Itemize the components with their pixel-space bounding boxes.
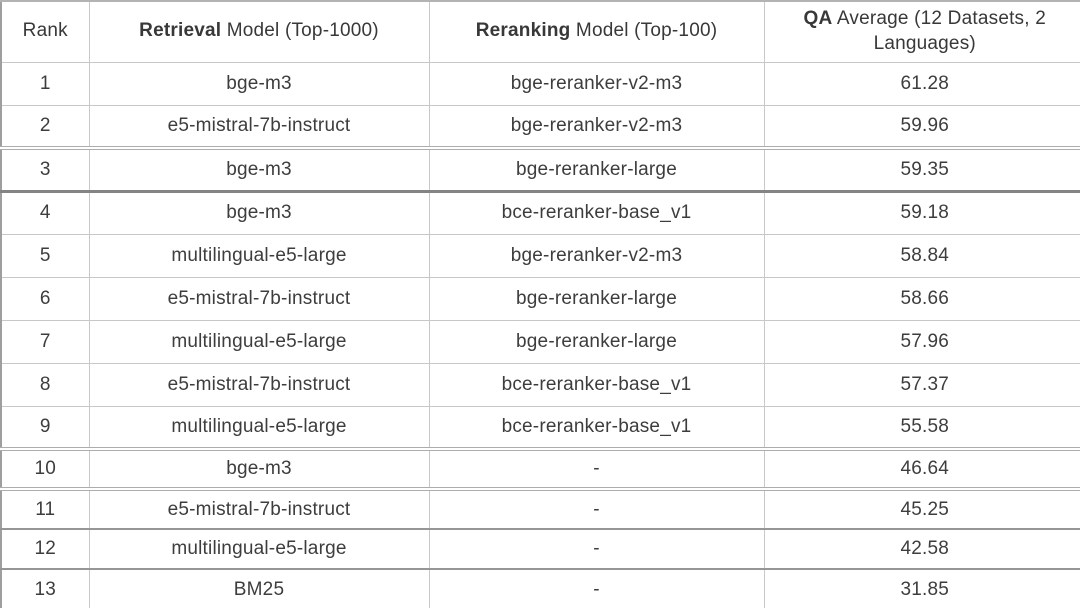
- reranking-model-cell: -: [429, 449, 765, 491]
- table-row: 2 e5-mistral-7b-instruct bge-reranker-v2…: [1, 105, 1080, 150]
- retrieval-model-cell: bge-m3: [89, 191, 430, 235]
- qa-average-cell: 58.84: [764, 234, 1080, 278]
- reranking-model-cell: -: [429, 489, 765, 530]
- header-text: Rank: [22, 20, 68, 42]
- reranking-model-cell: bce-reranker-base_v1: [429, 191, 765, 235]
- table-row: 9 multilingual-e5-large bce-reranker-bas…: [1, 406, 1080, 451]
- header-text: Model (Top-1000): [221, 20, 379, 42]
- table-row: 4 bge-m3 bce-reranker-base_v1 59.18: [1, 191, 1080, 235]
- retrieval-model-cell: bge-m3: [89, 449, 430, 491]
- table-row: 1 bge-m3 bge-reranker-v2-m3 61.28: [1, 62, 1080, 106]
- qa-average-cell: 31.85: [900, 578, 950, 600]
- qa-average-cell: 45.25: [764, 489, 1080, 530]
- retrieval-model-cell: BM25: [89, 569, 430, 608]
- header-row: Rank Retrieval Model (Top-1000) Rerankin…: [1, 1, 1080, 63]
- retrieval-model-cell: multilingual-e5-large: [89, 320, 430, 364]
- table-row: 7 multilingual-e5-large bge-reranker-lar…: [1, 320, 1080, 364]
- reranking-model-cell: bge-reranker-large: [429, 320, 765, 364]
- table-row: 8 e5-mistral-7b-instruct bce-reranker-ba…: [1, 363, 1080, 407]
- qa-average-cell: 57.96: [764, 320, 1080, 364]
- column-header-reranking-model: Reranking Model (Top-100): [429, 1, 765, 63]
- qa-average-cell: 59.18: [764, 191, 1080, 235]
- reranking-model-cell: bge-reranker-large: [429, 148, 765, 193]
- qa-average-cell: 55.58: [764, 406, 1080, 451]
- retrieval-model-cell: bge-m3: [89, 62, 430, 106]
- table-row: 10 bge-m3 - 46.64: [1, 449, 1080, 491]
- rank-cell: 2: [1, 105, 90, 150]
- retrieval-model-cell: e5-mistral-7b-instruct: [89, 489, 430, 530]
- reranking-model-cell: -: [429, 529, 765, 570]
- qa-average-cell: 59.35: [764, 148, 1080, 193]
- rank-cell: 12: [1, 529, 90, 570]
- reranking-model-cell: -: [429, 569, 765, 608]
- reranking-model-cell: bce-reranker-base_v1: [429, 406, 765, 451]
- rank-cell: 11: [1, 489, 90, 530]
- rank-cell: 4: [1, 191, 90, 235]
- table-row: 12 multilingual-e5-large - 42.58: [1, 529, 1080, 570]
- rank-cell: 6: [1, 277, 90, 321]
- rank-cell: 1: [1, 62, 90, 106]
- column-header-rank: Rank: [1, 1, 90, 63]
- header-bold-text: Retrieval: [139, 20, 222, 42]
- retrieval-model-cell: multilingual-e5-large: [89, 529, 430, 570]
- table-header: Rank Retrieval Model (Top-1000) Rerankin…: [1, 1, 1080, 63]
- rank-cell: 5: [1, 234, 90, 278]
- table-row: 5 multilingual-e5-large bge-reranker-v2-…: [1, 234, 1080, 278]
- table-row: 3 bge-m3 bge-reranker-large 59.35: [1, 148, 1080, 193]
- column-header-qa-average: QA Average (12 Datasets, 2 Languages): [764, 1, 1080, 63]
- rank-cell: 13: [1, 569, 90, 608]
- header-text: Model (Top-100): [570, 20, 718, 42]
- rank-cell: 9: [1, 406, 90, 451]
- qa-average-cell: 57.37: [764, 363, 1080, 407]
- qa-average-cell: 59.96: [764, 105, 1080, 150]
- table-row: 11 e5-mistral-7b-instruct - 45.25: [1, 489, 1080, 530]
- retrieval-model-cell: e5-mistral-7b-instruct: [89, 363, 430, 407]
- header-text: Average (12 Datasets, 2 Languages): [832, 8, 1046, 54]
- rank-cell: 7: [1, 320, 90, 364]
- qa-average-cell: 61.28: [764, 62, 1080, 106]
- rank-cell: 8: [1, 363, 90, 407]
- rank-cell: 10: [1, 449, 90, 491]
- retrieval-model-cell: bge-m3: [89, 148, 430, 193]
- reranking-model-cell: bge-reranker-v2-m3: [429, 234, 765, 278]
- retrieval-model-cell: e5-mistral-7b-instruct: [89, 105, 430, 150]
- header-bold-text: QA: [803, 8, 833, 30]
- reranking-model-cell: bge-reranker-large: [429, 277, 765, 321]
- table-row: 13 BM25 - 31.85: [1, 569, 1080, 608]
- reranking-model-cell: bge-reranker-v2-m3: [429, 62, 765, 106]
- qa-average-cell: 58.66: [764, 277, 1080, 321]
- retrieval-model-cell: e5-mistral-7b-instruct: [89, 277, 430, 321]
- header-bold-text: Reranking: [475, 20, 571, 42]
- table-body: 1 bge-m3 bge-reranker-v2-m3 61.28 2 e5-m…: [1, 62, 1080, 608]
- qa-average-cell: 46.64: [764, 449, 1080, 491]
- qa-average-cell: 42.58: [764, 529, 1080, 570]
- table-row: 6 e5-mistral-7b-instruct bge-reranker-la…: [1, 277, 1080, 321]
- retrieval-model-cell: multilingual-e5-large: [89, 234, 430, 278]
- retrieval-model-cell: multilingual-e5-large: [89, 406, 430, 451]
- reranking-model-cell: bge-reranker-v2-m3: [429, 105, 765, 150]
- rank-cell: 3: [1, 148, 90, 193]
- reranking-model-cell: bce-reranker-base_v1: [429, 363, 765, 407]
- column-header-retrieval-model: Retrieval Model (Top-1000): [89, 1, 430, 63]
